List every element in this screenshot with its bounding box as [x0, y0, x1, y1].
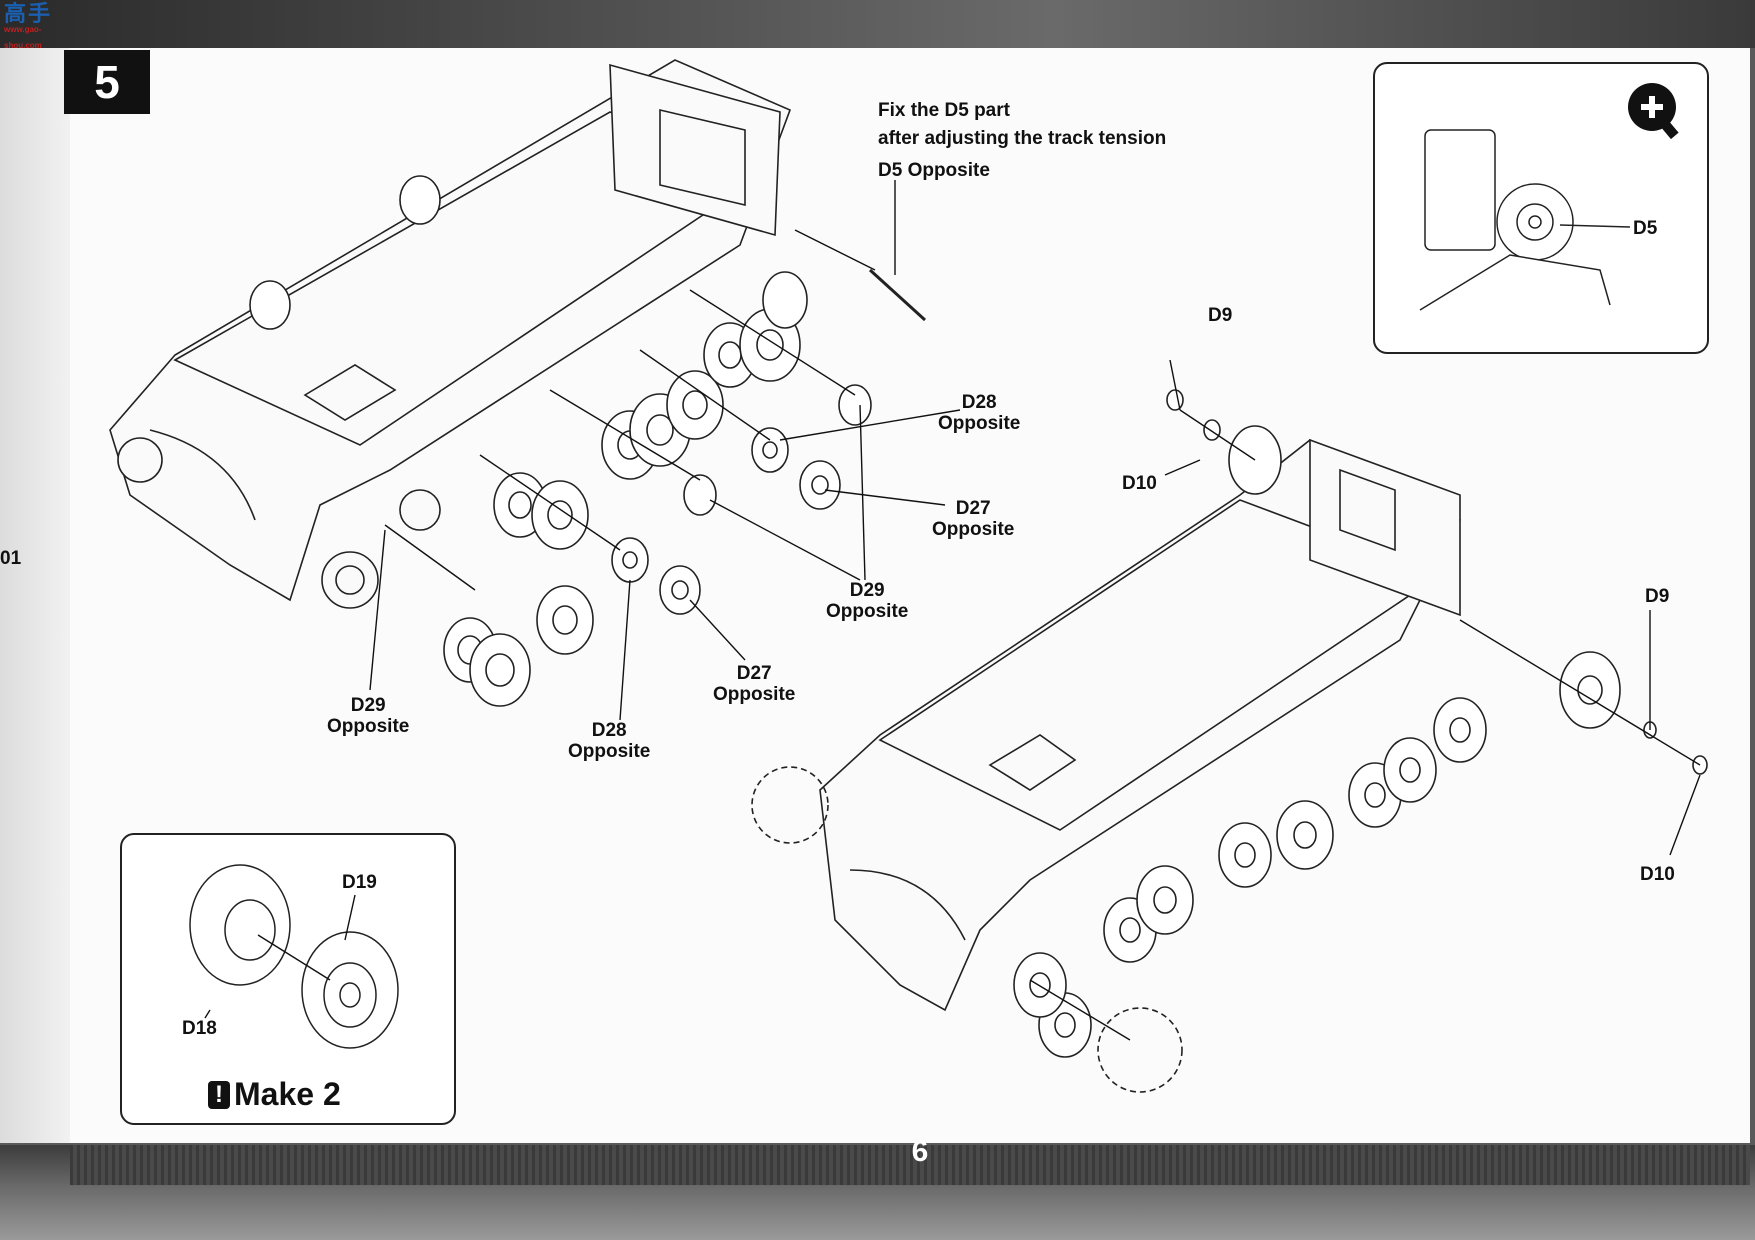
detail-inset-wheel	[120, 833, 456, 1125]
label-d5: D5	[1633, 218, 1658, 239]
page-number: 6	[911, 1135, 929, 1168]
warning-icon: !	[208, 1080, 230, 1109]
watermark-logo: 高手 www.gao-shou.com	[4, 1, 53, 51]
label-d9-top: D9	[1208, 305, 1233, 326]
label-d10-top: D10	[1122, 473, 1157, 494]
scan-border-top	[0, 0, 1755, 48]
page-gutter	[0, 48, 72, 1143]
instruction-note: Fix the D5 part after adjusting the trac…	[878, 100, 1167, 181]
footer-band	[70, 1145, 1750, 1185]
step-number-badge: 5	[64, 50, 150, 114]
zoom-in-icon	[1628, 83, 1679, 140]
label-d10-right: D10	[1640, 864, 1675, 885]
label-d9-right: D9	[1645, 586, 1670, 607]
label-d18: D18	[182, 1018, 217, 1039]
right-hull-panel	[988, 734, 1077, 791]
make-2-note: ! Make 2	[208, 1076, 341, 1113]
right-hull-hatch	[1339, 468, 1396, 552]
label-left-edge-partial: 01	[0, 548, 22, 569]
left-hull-hatch	[659, 108, 746, 207]
left-hull-panel	[303, 364, 397, 421]
label-d19: D19	[342, 872, 377, 893]
step-number: 5	[94, 56, 120, 108]
